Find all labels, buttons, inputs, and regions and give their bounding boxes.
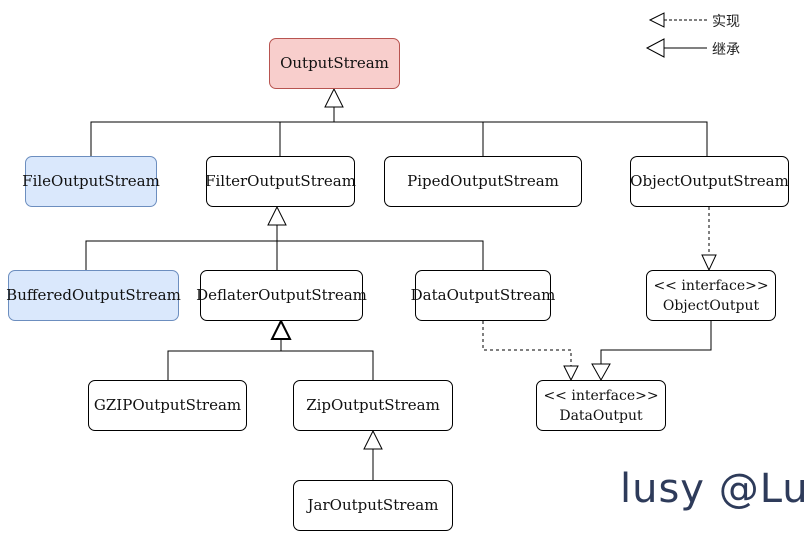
class-bufferedoutputstream-label: BufferedOutputStream	[6, 286, 181, 304]
class-zipoutputstream-label: ZipOutputStream	[306, 396, 440, 414]
class-dataoutputstream[interactable]: DataOutputStream	[411, 270, 555, 321]
class-outputstream-label: OutputStream	[280, 54, 389, 72]
class-objectoutputstream-label: ObjectOutputStream	[630, 172, 789, 190]
class-deflateroutputstream-label: DeflaterOutputStream	[196, 286, 367, 304]
interface-objectoutput-label: ObjectOutput	[662, 297, 760, 314]
class-zipoutputstream[interactable]: ZipOutputStream	[293, 380, 453, 431]
class-pipedoutputstream-label: PipedOutputStream	[407, 172, 559, 190]
inherit-arrow-filteroutputstream	[267, 205, 287, 226]
class-pipedoutputstream[interactable]: PipedOutputStream	[384, 156, 582, 207]
edge-objectoutput-dataoutput	[600, 321, 712, 364]
interface-dataoutput-label: DataOutput	[559, 407, 643, 424]
interface-objectoutput[interactable]: << interface>> ObjectOutput	[646, 270, 776, 321]
class-gzipoutputstream[interactable]: GZIPOutputStream	[88, 380, 247, 431]
class-fileoutputstream[interactable]: FileOutputStream	[22, 156, 160, 207]
class-gzipoutputstream-label: GZIPOutputStream	[93, 396, 242, 414]
class-fileoutputstream-label: FileOutputStream	[22, 172, 160, 190]
interface-objectoutput-stereotype: << interface>>	[653, 277, 769, 294]
edge-deflater-bus	[167, 350, 374, 380]
class-outputstream[interactable]: OutputStream	[269, 38, 400, 89]
realize-arrow-objectoutput	[701, 254, 717, 272]
legend-implements-label: 实现	[712, 14, 740, 30]
class-filteroutputstream[interactable]: FilterOutputStream	[205, 156, 356, 207]
class-bufferedoutputstream[interactable]: BufferedOutputStream	[6, 270, 181, 321]
class-dataoutputstream-label: DataOutputStream	[410, 286, 556, 304]
class-deflateroutputstream[interactable]: DeflaterOutputStream	[196, 270, 367, 321]
edge-filter-bus	[85, 240, 484, 270]
class-jaroutputstream[interactable]: JarOutputStream	[293, 480, 453, 531]
inherit-arrow-outputstream	[324, 87, 344, 108]
inherit-arrow-deflateroutputstream	[270, 318, 292, 340]
interface-dataoutput-stereotype: << interface>>	[543, 387, 659, 404]
legend-extends-label: 继承	[712, 42, 740, 58]
realize-arrow-dataoutput	[563, 365, 579, 382]
interface-dataoutput[interactable]: << interface>> DataOutput	[536, 380, 666, 431]
legend-implements-arrow	[648, 12, 665, 28]
inherit-arrow-dataoutput-from-objectoutput	[591, 363, 611, 382]
inherit-arrow-zipoutputstream	[363, 429, 383, 450]
class-objectoutputstream[interactable]: ObjectOutputStream	[630, 156, 789, 207]
edge-dataoutputstream-realizes	[482, 321, 572, 366]
class-jaroutputstream-label: JarOutputStream	[307, 496, 439, 514]
edge-outputstream-bus	[90, 121, 708, 156]
legend-extends-arrow	[645, 38, 665, 58]
class-filteroutputstream-label: FilterOutputStream	[205, 172, 356, 190]
author-watermark: lusy @Lu	[620, 466, 809, 512]
